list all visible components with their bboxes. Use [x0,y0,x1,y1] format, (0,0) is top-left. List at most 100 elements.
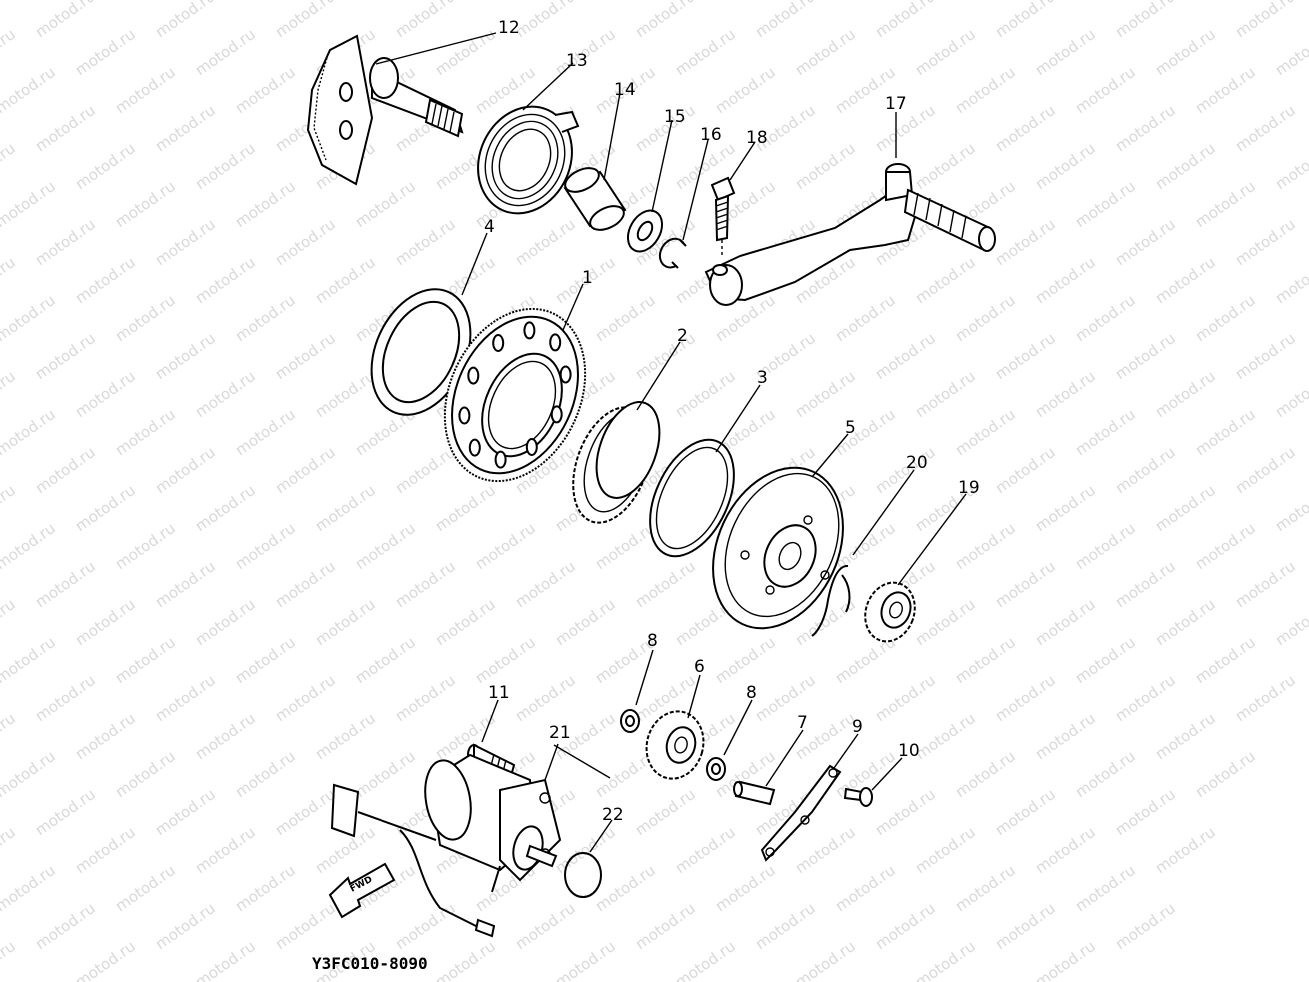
part-13-torsion-spring [477,105,580,215]
watermark-text: motod.ru [1072,63,1139,117]
watermark-text: motod.ru [112,291,179,345]
watermark-text: motod.ru [992,0,1059,41]
watermark-text: motod.ru [0,63,59,117]
watermark-text: motod.ru [72,367,139,421]
watermark-text: motod.ru [1112,671,1179,725]
watermark-text: motod.ru [0,823,19,877]
watermark-text: motod.ru [192,709,259,763]
watermark-text: motod.ru [392,557,459,611]
watermark-text: motod.ru [912,595,979,649]
watermark-text: motod.ru [1272,367,1309,421]
watermark-text: motod.ru [272,215,339,269]
watermark-text: motod.ru [32,671,99,725]
watermark-text: motod.ru [1032,937,1099,982]
watermark-text: motod.ru [912,367,979,421]
watermark-text: motod.ru [672,25,739,79]
watermark-text: motod.ru [0,177,59,231]
watermark-text: motod.ru [0,481,19,535]
watermark-text: motod.ru [192,595,259,649]
gear-hole [467,366,480,385]
callout-10: 10 [898,741,920,761]
watermark-text: motod.ru [352,747,419,801]
part-6-idler-gear [645,710,705,780]
watermark-text: motod.ru [32,557,99,611]
callout-14: 14 [614,80,636,100]
watermark-text: motod.ru [72,595,139,649]
callout-22: 22 [602,805,624,825]
watermark-text: motod.ru [1192,177,1259,231]
watermark-text: motod.ru [232,861,299,915]
part-15-washer [626,209,664,253]
watermark-text: motod.ru [0,709,19,763]
callout-21: 21 [549,723,571,743]
watermark-text: motod.ru [1152,367,1219,421]
watermark-text: motod.ru [352,633,419,687]
watermark-text: motod.ru [312,709,379,763]
part-20-clip [811,565,851,637]
watermark-text: motod.ru [72,823,139,877]
watermark-text: motod.ru [1072,633,1139,687]
watermark-text: motod.ru [392,443,459,497]
watermark-text: motod.ru [0,747,59,801]
watermark-text: motod.ru [432,481,499,535]
watermark-text: motod.ru [1032,253,1099,307]
watermark-text: motod.ru [592,519,659,573]
watermark-text: motod.ru [1192,405,1259,459]
watermark-text: motod.ru [1112,0,1179,41]
watermark-text: motod.ru [352,519,419,573]
part-19-pinion-gear [864,581,916,643]
watermark-text: motod.ru [192,253,259,307]
watermark-text: motod.ru [672,937,739,982]
watermark-text: motod.ru [0,633,59,687]
callout-labels: 12 13 14 15 16 18 17 4 1 2 3 5 20 19 8 6… [484,18,980,825]
watermark-text: motod.ru [752,0,819,41]
callout-19: 19 [958,478,980,498]
watermark-text: motod.ru [1112,443,1179,497]
watermark-text: motod.ru [1152,25,1219,79]
watermark-text: motod.ru [1032,709,1099,763]
watermark-text: motod.ru [1192,633,1259,687]
watermark-text: motod.ru [1112,557,1179,611]
watermark-text: motod.ru [312,481,379,535]
callout-3: 3 [757,368,768,388]
callout-7: 7 [797,713,808,733]
watermark-text: motod.ru [912,253,979,307]
watermark-text: motod.ru [432,937,499,982]
part-7-idler-shaft [733,780,776,806]
watermark-text: motod.ru [0,253,19,307]
watermark-text: motod.ru [872,899,939,953]
watermark-text: motod.ru [592,861,659,915]
watermark-text: motod.ru [1152,139,1219,193]
part-8-washer-b [706,757,726,781]
watermark-text: motod.ru [792,937,859,982]
watermark-text: motod.ru [0,25,19,79]
watermark-text: motod.ru [912,937,979,982]
watermark-text: motod.ru [152,899,219,953]
watermark-text: motod.ru [152,785,219,839]
watermark-text: motod.ru [0,405,59,459]
watermark-text: motod.ru [632,329,699,383]
watermark-text: motod.ru [712,63,779,117]
watermark-text: motod.ru [992,785,1059,839]
watermark-text: motod.ru [1112,785,1179,839]
watermark-text: motod.ru [1152,709,1219,763]
watermark-text: motod.ru [0,139,19,193]
watermark-text: motod.ru [1272,481,1309,535]
callout-1: 1 [582,268,593,288]
watermark-text: motod.ru [1232,443,1299,497]
callout-15: 15 [664,107,686,127]
watermark-text: motod.ru [872,0,939,41]
part-21-starter-motor [330,753,562,938]
watermark-text: motod.ru [232,0,299,3]
watermark-text: motod.ru [1032,481,1099,535]
gear-hole [549,333,562,352]
watermark-text: motod.ru [992,557,1059,611]
watermark-text: motod.ru [272,671,339,725]
watermark-text: motod.ru [152,215,219,269]
watermark-text: motod.ru [712,633,779,687]
callout-8-lower: 8 [746,683,757,703]
watermark-text: motod.ru [832,861,899,915]
watermark-text: motod.ru [752,899,819,953]
watermark-text: motod.ru [872,329,939,383]
watermark-text: motod.ru [1112,329,1179,383]
